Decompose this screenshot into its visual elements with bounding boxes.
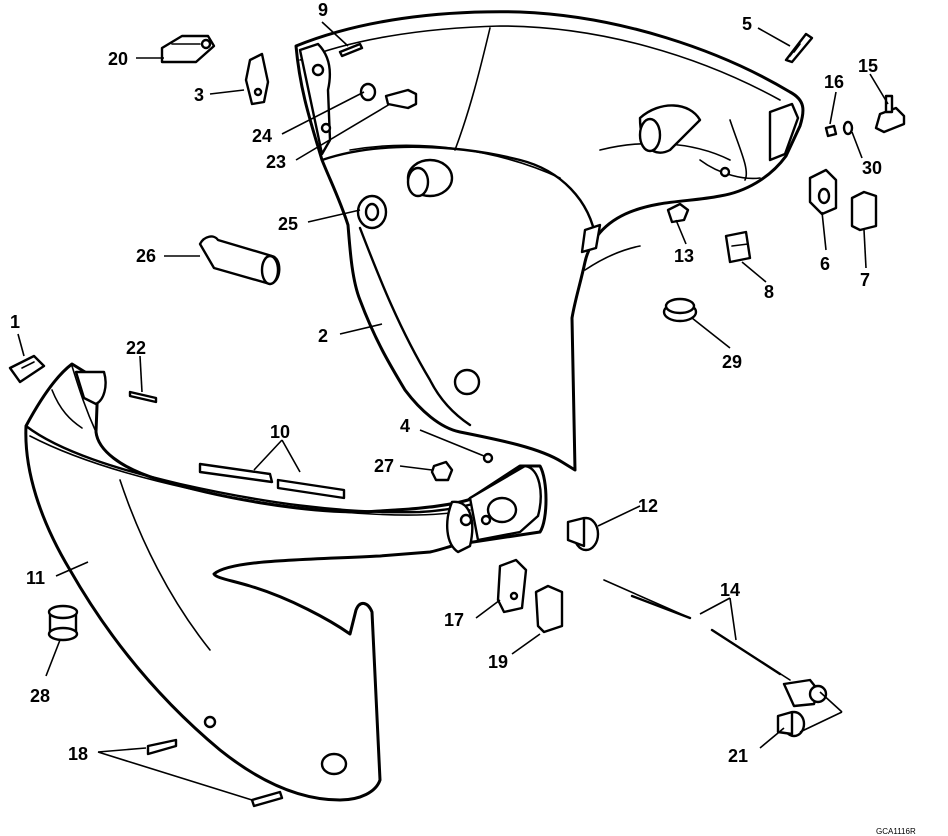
part-25-grommet — [356, 194, 388, 230]
part-15-latch — [874, 94, 906, 134]
callout-3: 3 — [194, 85, 204, 105]
part-12-knob — [566, 516, 600, 552]
callout-14: 14 — [720, 580, 740, 600]
part-4-pin — [482, 452, 494, 464]
callout-21: 21 — [728, 746, 748, 766]
callout-17: 17 — [444, 610, 464, 630]
part-30-washer — [842, 120, 854, 136]
callout-6: 6 — [820, 254, 830, 274]
callout-18: 18 — [68, 744, 88, 764]
part-19-pad — [534, 584, 564, 634]
callout-15: 15 — [858, 56, 878, 76]
callout-22: 22 — [126, 338, 146, 358]
part-1-pad — [8, 354, 46, 384]
lower-motor-cover — [24, 362, 548, 802]
part-27-nut — [430, 460, 454, 482]
upper-motor-cover — [294, 10, 805, 472]
callout-7: 7 — [860, 270, 870, 290]
leader-lines — [17, 21, 889, 801]
callout-20: 20 — [108, 49, 128, 69]
callout-10: 10 — [270, 422, 290, 442]
part-5-screw — [784, 32, 814, 64]
part-3-bracket — [244, 52, 270, 106]
callout-labels: 9 20 3 24 23 5 15 16 30 6 7 13 8 25 26 2… — [10, 0, 916, 836]
figure-code: GCA1116R — [876, 827, 916, 836]
part-20-latch-cap — [160, 34, 216, 64]
part-9-screw — [338, 42, 364, 58]
callout-24: 24 — [252, 126, 272, 146]
callout-5: 5 — [742, 14, 752, 34]
part-22-screw — [128, 390, 158, 404]
part-8-block — [724, 230, 752, 264]
callout-9: 9 — [318, 0, 328, 20]
callout-12: 12 — [638, 496, 658, 516]
callout-2: 2 — [318, 326, 328, 346]
callout-30: 30 — [862, 158, 882, 178]
part-21-knob — [776, 710, 806, 738]
callout-19: 19 — [488, 652, 508, 672]
part-6-latch-hook — [808, 168, 838, 216]
callout-13: 13 — [674, 246, 694, 266]
part-29-grommet — [662, 297, 698, 323]
callout-29: 29 — [722, 352, 742, 372]
callout-28: 28 — [30, 686, 50, 706]
part-28-grommet — [47, 604, 79, 642]
callout-1: 1 — [10, 312, 20, 332]
part-14-cable — [603, 579, 828, 708]
callout-27: 27 — [374, 456, 394, 476]
part-10-pins — [198, 462, 346, 500]
part-17-latch-plate — [496, 558, 528, 614]
part-13-bolt — [666, 202, 690, 224]
callout-25: 25 — [278, 214, 298, 234]
part-7-pad — [850, 190, 878, 232]
callout-23: 23 — [266, 152, 286, 172]
callout-16: 16 — [824, 72, 844, 92]
part-18-screws — [146, 738, 284, 808]
part-24-washer — [359, 82, 377, 102]
part-26-tube — [198, 235, 281, 286]
callout-26: 26 — [136, 246, 156, 266]
part-23-pin — [384, 88, 418, 110]
callout-8: 8 — [764, 282, 774, 302]
callout-4: 4 — [400, 416, 410, 436]
callout-11: 11 — [26, 568, 45, 588]
part-16-clip — [824, 124, 838, 138]
